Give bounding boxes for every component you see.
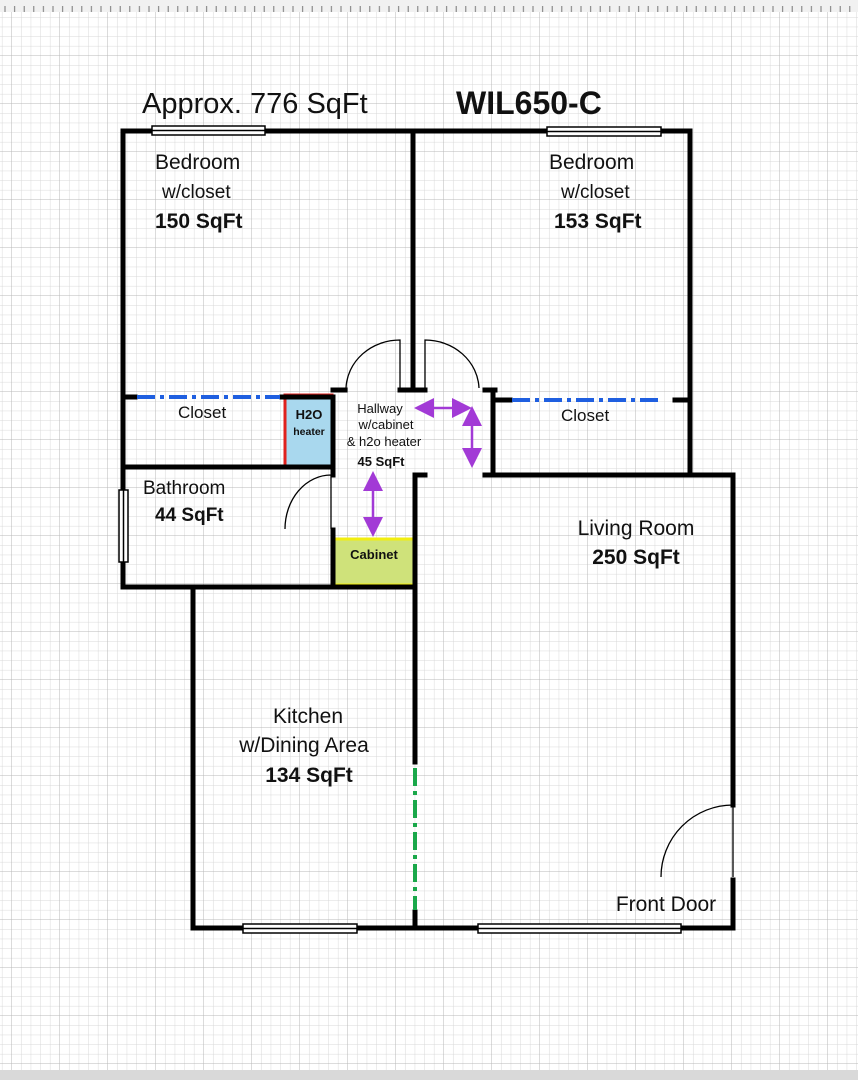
door-bedroom-right[interactable] (424, 339, 480, 389)
window-bedroom-right (546, 126, 662, 137)
walls (120, 128, 736, 931)
front-door-label: Front Door (616, 893, 716, 916)
bedroom-right-name: Bedroom (549, 151, 634, 174)
top-ruler (0, 0, 858, 12)
bathroom-area: 44 SqFt (155, 505, 224, 526)
hallway-detail1: w/cabinet (358, 417, 414, 432)
windows (118, 125, 682, 934)
door-bedroom-left[interactable] (345, 339, 401, 389)
kitchen-area: 134 SqFt (265, 764, 353, 787)
bottom-scrollbar[interactable] (0, 1070, 858, 1080)
living-room-area: 250 SqFt (592, 546, 680, 569)
hallway-area: 45 SqFt (358, 454, 406, 469)
kitchen-name: Kitchen (273, 705, 343, 728)
bedroom-left-name: Bedroom (155, 151, 240, 174)
closet-left-label: Closet (178, 403, 226, 422)
hallway-detail2: & h2o heater (347, 434, 422, 449)
door-bathroom[interactable] (284, 474, 332, 530)
living-room-name: Living Room (578, 517, 695, 540)
bedroom-right-area: 153 SqFt (554, 210, 642, 233)
hallway-name: Hallway (357, 401, 403, 416)
closet-right-label: Closet (561, 406, 609, 425)
window-bathroom (118, 489, 129, 563)
hallway-arrows (363, 398, 482, 537)
window-kitchen (242, 923, 358, 934)
cabinet-label: Cabinet (350, 547, 398, 562)
area-note: Approx. 776 SqFt (142, 88, 368, 120)
bathroom-name: Bathroom (143, 478, 225, 499)
heater-label-line1: H2O (296, 407, 323, 422)
cabinet-box (330, 537, 416, 587)
unit-id: WIL650-C (456, 85, 602, 121)
bedroom-left-area: 150 SqFt (155, 210, 243, 233)
front-door[interactable] (660, 804, 734, 878)
window-bedroom-left (151, 125, 266, 136)
bedroom-left-detail: w/closet (161, 182, 231, 203)
kitchen-detail: w/Dining Area (238, 734, 369, 757)
window-living-room (477, 923, 682, 934)
bedroom-right-detail: w/closet (560, 182, 630, 203)
heater-label-line2: heater (293, 426, 325, 438)
